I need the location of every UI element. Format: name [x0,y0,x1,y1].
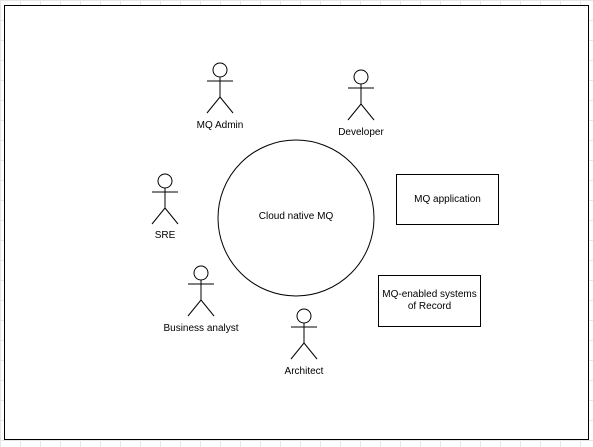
sre-actor-icon[interactable] [151,173,179,225]
mq-enabled-systems-label-line1: MQ-enabled systems [382,289,477,300]
architect-label: Architect [284,366,324,377]
mq-admin-actor-icon[interactable] [206,62,234,114]
mq-application-label: MQ application [414,193,481,205]
mq-enabled-systems-label-line2: of Record [407,301,452,312]
sre-label: SRE [154,230,176,241]
mq-application-box[interactable]: MQ application [396,174,499,225]
mq-admin-label: MQ Admin [196,120,244,131]
developer-actor-icon[interactable] [347,69,375,121]
developer-label: Developer [338,127,384,138]
business-analyst-label: Business analyst [163,323,239,334]
mq-enabled-systems-box[interactable]: MQ-enabled systems of Record [378,275,481,327]
architect-actor-icon[interactable] [290,308,318,360]
cloud-native-mq-circle[interactable] [217,139,375,297]
cloud-native-mq-label: Cloud native MQ [258,211,334,222]
business-analyst-actor-icon[interactable] [187,265,215,317]
